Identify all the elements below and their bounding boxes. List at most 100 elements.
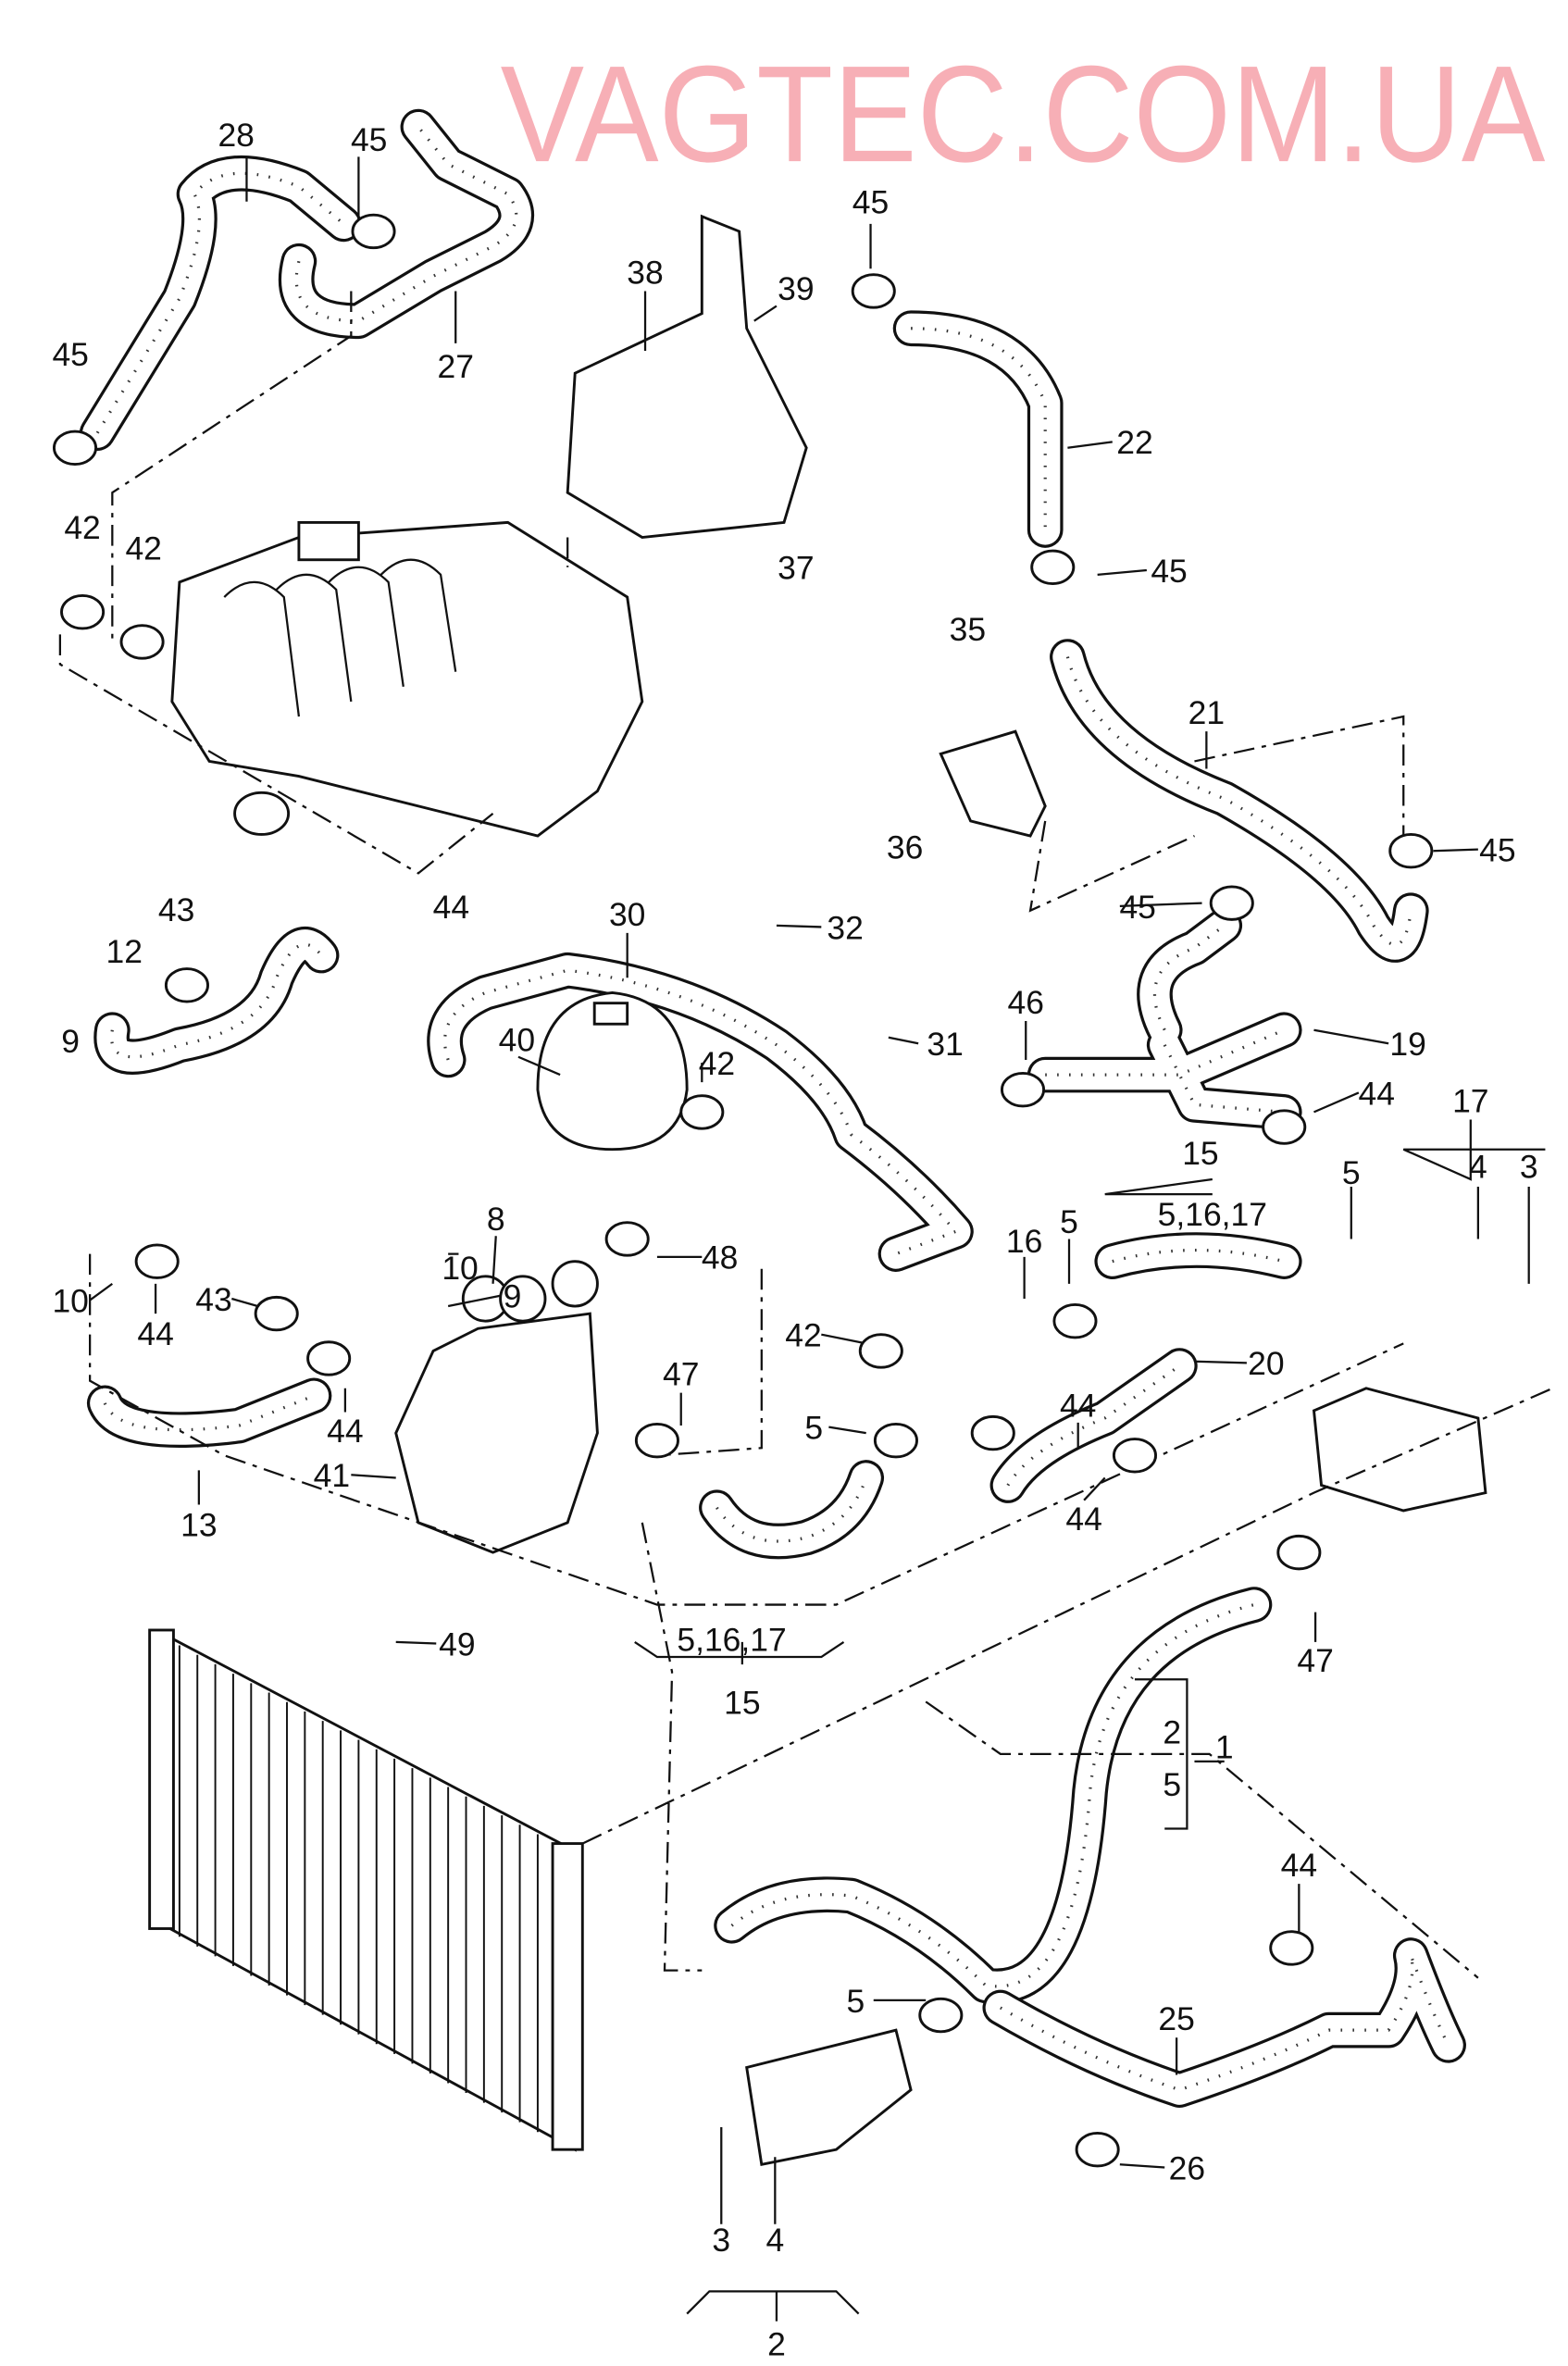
- part-label: 42: [699, 1045, 735, 1082]
- hose-clamp: [1075, 2131, 1120, 2168]
- part-label: 46: [1008, 984, 1044, 1021]
- hose-10: [1097, 1235, 1300, 1276]
- hose-clamps: [52, 213, 1434, 2168]
- hose-0: [82, 158, 359, 448]
- part-label: 10: [442, 1250, 478, 1287]
- hose-11: [716, 1589, 1270, 2001]
- part-label: 9: [504, 1278, 522, 1315]
- part-label: 47: [663, 1356, 699, 1393]
- part-label: 10: [52, 1282, 88, 1319]
- hose-1: [281, 111, 531, 336]
- part-label: 44: [1065, 1501, 1101, 1538]
- part-label: 37: [778, 550, 814, 587]
- hose-clamp: [858, 1333, 903, 1369]
- hose-5: [96, 929, 337, 1072]
- hose-clamp: [1030, 549, 1076, 585]
- part-label: 48: [702, 1239, 738, 1276]
- hose-clamp: [1052, 1302, 1098, 1339]
- part-label: 32: [827, 909, 863, 946]
- part-label: 47: [1297, 1642, 1333, 1679]
- hose-clamp: [1276, 1534, 1322, 1571]
- leader-lines: [58, 156, 1553, 2322]
- hose-clamp: [52, 430, 98, 466]
- part-label: 44: [327, 1413, 363, 1450]
- part-label: 45: [1151, 553, 1187, 590]
- part-label: 3: [1520, 1148, 1538, 1185]
- radiator: [148, 1628, 584, 2152]
- hose-clamp: [851, 273, 896, 309]
- hose-clamp: [306, 1340, 352, 1376]
- part-label: 44: [1281, 1847, 1317, 1884]
- part-label: 45: [1119, 889, 1155, 926]
- hose-clamp: [604, 1221, 650, 1257]
- part-label: 38: [627, 254, 663, 291]
- connection-piece: [745, 2028, 913, 2167]
- part-label: 4: [765, 2222, 784, 2259]
- expansion-tank: [536, 990, 689, 1152]
- part-label: 26: [1169, 2149, 1205, 2186]
- part-label: 39: [778, 270, 814, 307]
- part-label: 15: [724, 1684, 760, 1721]
- part-label: 13: [180, 1506, 217, 1543]
- hose-clamp: [679, 1094, 725, 1130]
- part-label: 17: [1452, 1082, 1488, 1119]
- hose-8: [702, 1463, 881, 1557]
- part-label: 3: [712, 2222, 730, 2259]
- part-label: 31: [927, 1026, 963, 1063]
- hose-clamp: [60, 593, 106, 630]
- engine-block: [170, 520, 644, 838]
- part-label: 19: [1389, 1026, 1425, 1063]
- part-label: 5: [1060, 1203, 1078, 1240]
- part-label: 45: [852, 184, 889, 221]
- part-label: 5: [804, 1410, 823, 1447]
- hose-7: [103, 1394, 315, 1432]
- coolant-flange: [394, 1312, 599, 1554]
- hose-clamp: [1112, 1438, 1157, 1474]
- part-label: 44: [1060, 1387, 1096, 1424]
- hose-clamp: [918, 1997, 964, 2034]
- hose-clamp: [119, 624, 165, 660]
- part-label: 44: [433, 889, 469, 926]
- hose-clamp: [1388, 833, 1434, 869]
- hose-clamp: [1269, 1930, 1314, 1966]
- hoses: [79, 108, 1466, 2109]
- part-label: 5: [847, 1983, 865, 2020]
- part-label: 45: [52, 336, 88, 373]
- hose-2: [895, 313, 1061, 545]
- part-label: 44: [137, 1315, 173, 1352]
- hose-10: [1112, 1248, 1285, 1264]
- part-label: 41: [314, 1457, 350, 1494]
- part-label: 43: [158, 891, 194, 928]
- part-label: 9: [61, 1023, 80, 1060]
- part-label: 21: [1188, 694, 1225, 731]
- part-label: 28: [218, 117, 254, 154]
- hose-clamp: [970, 1414, 1015, 1451]
- part-label: 5,16,17: [1158, 1196, 1267, 1233]
- hose-12: [985, 1940, 1463, 2105]
- part-label: 44: [1358, 1075, 1394, 1112]
- watermark: VAGTEC.COM.UA: [501, 38, 1546, 191]
- part-label: 2: [1163, 1714, 1181, 1751]
- hose-clamp: [1000, 1072, 1046, 1108]
- hose-clamp: [164, 967, 209, 1003]
- part-label: 1: [1215, 1729, 1234, 1766]
- part-label: 49: [439, 1625, 475, 1662]
- part-label: 5: [1163, 1766, 1181, 1803]
- hose-clamp: [873, 1422, 918, 1459]
- part-label: 42: [125, 530, 161, 567]
- hose-clamp: [634, 1422, 679, 1459]
- part-label: 35: [950, 611, 986, 648]
- hose-6: [443, 968, 959, 1256]
- part-label: 2: [767, 2326, 786, 2363]
- part-label: 25: [1158, 2000, 1194, 2037]
- part-label: 16: [1006, 1223, 1042, 1260]
- part-label: 45: [1479, 831, 1515, 868]
- part-label: 40: [499, 1021, 535, 1058]
- part-label: 12: [106, 933, 142, 970]
- part-label: 42: [64, 509, 100, 546]
- hose-clamp: [254, 1295, 299, 1332]
- part-label: 8: [487, 1201, 505, 1238]
- part-label: 5,16,17: [677, 1622, 786, 1659]
